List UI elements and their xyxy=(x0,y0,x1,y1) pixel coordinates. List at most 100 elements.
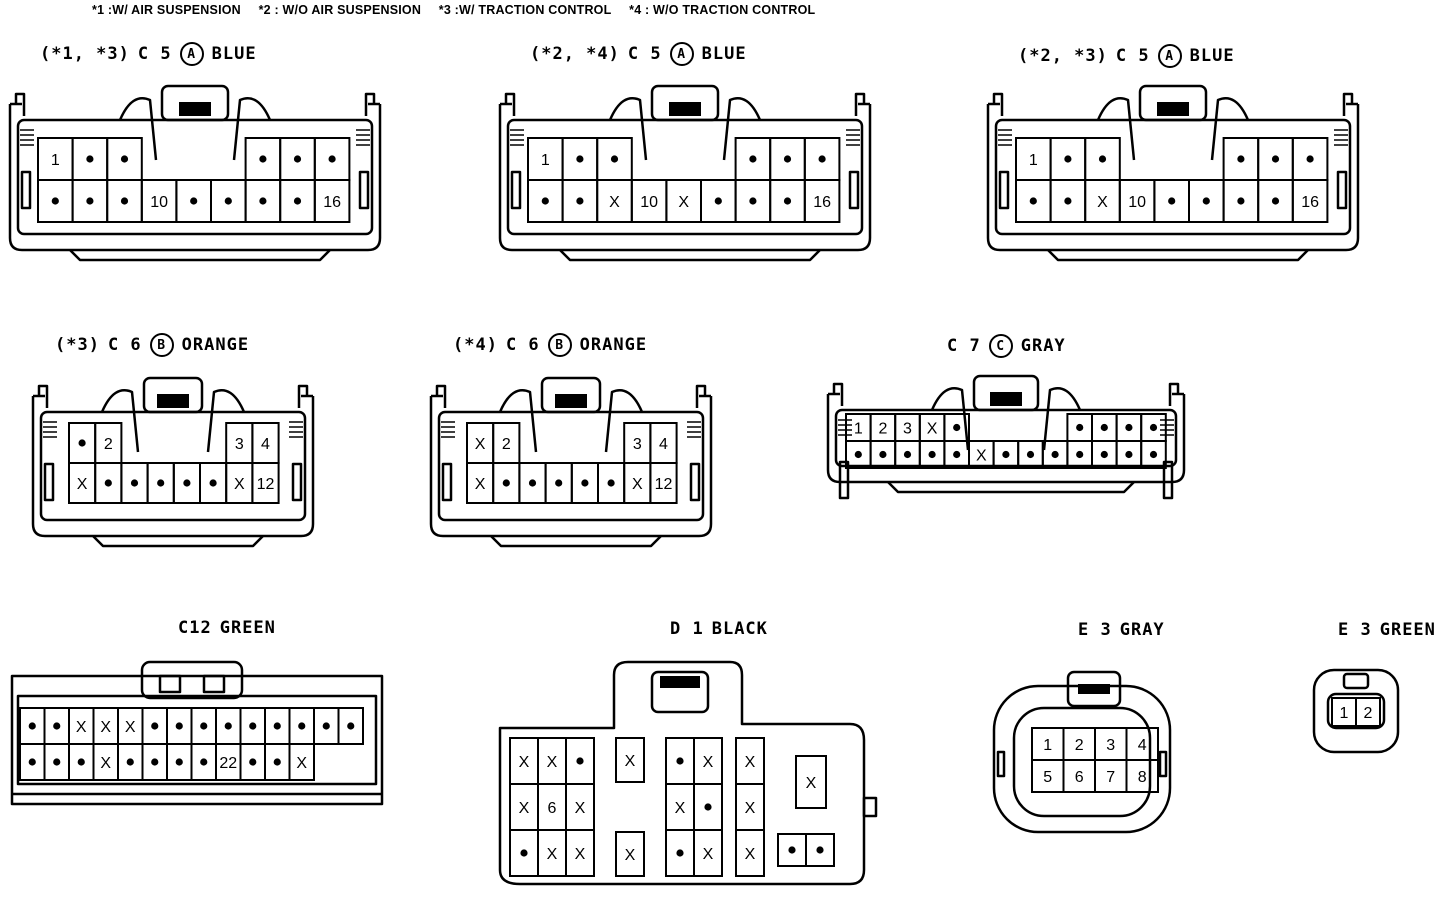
pin-dot-icon xyxy=(528,479,537,487)
c7-pin-r2c6: X xyxy=(968,440,995,469)
pin-label: 4 xyxy=(1138,737,1147,754)
pin-dot-icon xyxy=(53,722,61,730)
legend-note-2: *2 : W/O AIR SUSPENSION xyxy=(258,3,422,17)
legend-note-4: *4 : W/O TRACTION CONTROL xyxy=(629,3,816,17)
pin-dot-icon xyxy=(86,155,94,163)
pin-label: 3 xyxy=(903,421,912,438)
legend-note-1: *1 :W/ AIR SUSPENSION xyxy=(92,3,241,17)
c12-pin-r1c5: X xyxy=(117,707,144,745)
c7-pin-r2c5 xyxy=(943,440,971,469)
d1-pin-g4-3: X xyxy=(665,783,695,831)
c6_3-pin-r1c7: 3 xyxy=(225,422,254,464)
pin-label: X xyxy=(76,719,87,736)
pin-dot-icon xyxy=(502,479,510,487)
pin-dot-icon xyxy=(28,722,36,730)
c5_13-pin-r1c8 xyxy=(279,137,316,181)
pin-dot-icon xyxy=(130,479,139,487)
d1-pin-g7-1 xyxy=(777,833,807,867)
e3_gray-pin-r2c2: 6 xyxy=(1062,759,1096,793)
pin-dot-icon xyxy=(714,197,722,205)
title-code: E 3 xyxy=(1338,620,1372,640)
d1-pin-g1-3 xyxy=(565,737,595,785)
pin-dot-icon xyxy=(576,197,584,205)
c12-pin-r1c13 xyxy=(313,707,340,745)
c12-pin-r1c12 xyxy=(288,707,315,745)
c7-pin-r2c7 xyxy=(992,440,1020,469)
pin-label: X xyxy=(625,847,636,864)
pin-label: 10 xyxy=(640,194,658,211)
c5_23-pin-r1c3 xyxy=(1084,137,1121,181)
pin-label: X xyxy=(475,476,486,493)
pin-dot-icon xyxy=(77,758,85,766)
c5_23-pin-r2c2 xyxy=(1049,179,1087,223)
c6_4-pin-r2c3 xyxy=(518,462,547,504)
pin-label: X xyxy=(125,719,136,736)
pin-label: 7 xyxy=(1106,769,1115,786)
c12-pin-r2c8 xyxy=(190,743,217,781)
c5_13-pin-r1c7 xyxy=(244,137,282,181)
d1-pin-g1-1: X xyxy=(509,737,539,785)
c5_24-pin-r2c6 xyxy=(700,179,737,223)
e3_gray-pin-r2c1: 5 xyxy=(1031,759,1065,793)
pin-label: 3 xyxy=(235,436,244,453)
e3_gray-pin-r1c3: 3 xyxy=(1094,727,1128,761)
c5_13-pin-r2c4: 10 xyxy=(140,179,178,223)
title-color: ORANGE xyxy=(579,335,648,355)
c12-pin-r1c14 xyxy=(337,707,364,745)
pin-dot-icon xyxy=(328,155,336,163)
pin-dot-icon xyxy=(28,758,36,766)
pin-dot-icon xyxy=(555,479,563,487)
title-code: D 1 xyxy=(670,619,704,639)
pin-dot-icon xyxy=(200,758,208,766)
title-d1: D 1 BLACK xyxy=(670,619,768,639)
pin-dot-icon xyxy=(157,479,165,487)
pin-dot-icon xyxy=(520,849,528,857)
c12-pin-r1c11 xyxy=(264,707,291,745)
pin-dot-icon xyxy=(190,197,198,205)
d1-pin-g3-1: X xyxy=(615,831,645,877)
c5_24-pin-r1c2 xyxy=(561,137,599,181)
c12-pin-r1c4: X xyxy=(92,707,119,745)
pin-label: X xyxy=(745,800,756,817)
c12-pin-r1c1 xyxy=(19,707,46,745)
pin-label: X xyxy=(632,476,643,493)
title-color: GRAY xyxy=(1119,620,1165,640)
pin-label: 2 xyxy=(1075,737,1084,754)
d1-pin-g1-5: 6 xyxy=(537,783,567,831)
c5_24-pin-r1c3 xyxy=(596,137,633,181)
pin-label: 1 xyxy=(1043,737,1052,754)
c12-pin-r2c6 xyxy=(141,743,168,781)
pin-dot-icon xyxy=(1306,155,1314,163)
c6_4-pin-r2c2 xyxy=(492,462,521,504)
c6_4-pin-r1c8: 4 xyxy=(649,422,678,464)
e3_green-pin-r1c1: 1 xyxy=(1331,697,1357,727)
title-c7: C 7 C GRAY xyxy=(947,334,1066,358)
c5_13-pin-r1c1: 1 xyxy=(37,137,74,181)
title-color: GREEN xyxy=(1379,620,1436,640)
c7-pin-r1c10 xyxy=(1066,413,1094,442)
c6_4-pin-r2c8: 12 xyxy=(649,462,678,504)
pin-dot-icon xyxy=(322,722,330,730)
pin-dot-icon xyxy=(224,722,232,730)
pin-label: 16 xyxy=(1301,194,1319,211)
d1-pin-g5-3: X xyxy=(735,829,765,877)
pin-label: 1 xyxy=(51,152,60,169)
pin-label: 12 xyxy=(655,476,673,493)
pin-label: 3 xyxy=(633,436,642,453)
e3_gray-pin-r2c4: 8 xyxy=(1125,759,1159,793)
c7-pin-r1c13 xyxy=(1140,413,1167,442)
title-color: BLUE xyxy=(701,44,747,64)
pin-dot-icon xyxy=(1026,450,1035,459)
pin-label: X xyxy=(1097,194,1108,211)
c7-pin-r2c10 xyxy=(1066,440,1094,469)
pin-label: X xyxy=(100,755,111,772)
title-e3-gray: E 3 GRAY xyxy=(1078,620,1165,640)
pin-dot-icon xyxy=(1271,155,1280,163)
c12-pin-r1c9 xyxy=(215,707,242,745)
pin-label: 8 xyxy=(1138,769,1147,786)
e3_gray-pin-r1c1: 1 xyxy=(1031,727,1065,761)
c5_23-pin-r1c1: 1 xyxy=(1015,137,1052,181)
pin-label: X xyxy=(519,754,530,771)
pin-dot-icon xyxy=(224,197,232,205)
d1-pin-g4-5 xyxy=(665,829,695,877)
